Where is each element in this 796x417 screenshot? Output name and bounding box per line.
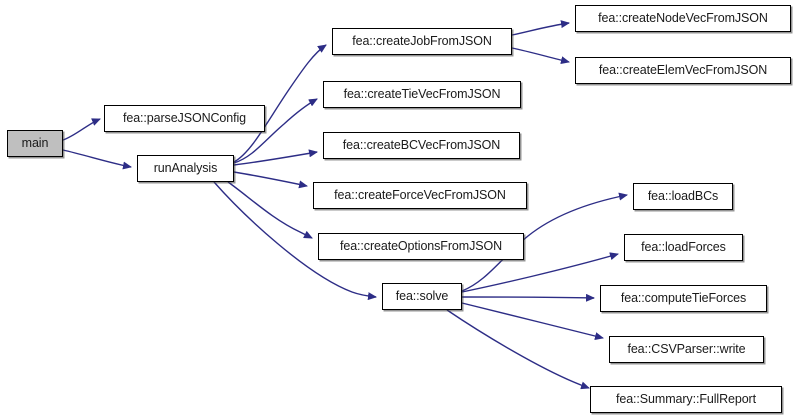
node-label: fea::loadForces bbox=[641, 240, 726, 255]
call-graph-node-createOptionsFromJSON[interactable]: fea::createOptionsFromJSON bbox=[318, 233, 524, 260]
node-label: fea::createOptionsFromJSON bbox=[339, 239, 503, 254]
call-graph-node-createJobFromJSON[interactable]: fea::createJobFromJSON bbox=[332, 28, 512, 55]
node-label: fea::createElemVecFromJSON bbox=[598, 63, 768, 78]
node-label: fea::solve bbox=[395, 289, 449, 304]
call-graph-node-createTieVecFromJSON[interactable]: fea::createTieVecFromJSON bbox=[323, 81, 521, 108]
node-label: fea::createForceVecFromJSON bbox=[334, 188, 506, 203]
call-edge-main-to-runAnalysis bbox=[62, 149, 132, 170]
call-graph-node-CSVParserWrite[interactable]: fea::CSVParser::write bbox=[609, 336, 764, 363]
node-label: fea::computeTieForces bbox=[620, 291, 747, 306]
call-edge-createJobFromJSON-to-createNodeVecFromJSON bbox=[511, 20, 570, 36]
call-graph-node-createNodeVecFromJSON[interactable]: fea::createNodeVecFromJSON bbox=[575, 5, 791, 32]
node-label: fea::loadBCs bbox=[647, 189, 719, 204]
call-edge-createJobFromJSON-to-createElemVecFromJSON bbox=[511, 47, 570, 65]
call-graph-node-solve[interactable]: fea::solve bbox=[382, 283, 462, 310]
node-label: fea::createBCVecFromJSON bbox=[342, 138, 501, 153]
node-label: fea::parseJSONConfig bbox=[122, 111, 247, 126]
node-label: fea::CSVParser::write bbox=[627, 342, 746, 357]
node-label: fea::createTieVecFromJSON bbox=[343, 87, 501, 102]
call-graph-node-createBCVecFromJSON[interactable]: fea::createBCVecFromJSON bbox=[323, 132, 520, 159]
node-label: fea::createNodeVecFromJSON bbox=[598, 11, 768, 26]
call-edge-runAnalysis-to-createOptionsFromJSON bbox=[227, 181, 313, 239]
call-graph-node-computeTieForces[interactable]: fea::computeTieForces bbox=[600, 285, 767, 312]
call-graph-node-parseJSONConfig[interactable]: fea::parseJSONConfig bbox=[104, 105, 265, 132]
call-graph-node-loadForces[interactable]: fea::loadForces bbox=[624, 234, 743, 261]
call-graph-node-createForceVecFromJSON[interactable]: fea::createForceVecFromJSON bbox=[313, 182, 527, 209]
call-edge-solve-to-CSVParserWrite bbox=[461, 302, 604, 340]
call-edge-runAnalysis-to-createBCVecFromJSON bbox=[233, 149, 318, 166]
node-label: fea::Summary::FullReport bbox=[615, 392, 756, 407]
call-graph-node-createElemVecFromJSON[interactable]: fea::createElemVecFromJSON bbox=[575, 57, 791, 84]
call-graph-node-main[interactable]: main bbox=[7, 130, 63, 157]
call-edge-solve-to-computeTieForces bbox=[461, 293, 595, 302]
node-label: runAnalysis bbox=[153, 161, 218, 176]
call-edge-runAnalysis-to-createForceVecFromJSON bbox=[233, 171, 308, 189]
call-edge-solve-to-SummaryFullReport bbox=[446, 309, 590, 390]
node-label: fea::createJobFromJSON bbox=[352, 34, 492, 49]
call-graph-node-loadBCs[interactable]: fea::loadBCs bbox=[633, 183, 733, 210]
call-edge-runAnalysis-to-createJobFromJSON bbox=[233, 44, 327, 163]
call-graph-node-SummaryFullReport[interactable]: fea::Summary::FullReport bbox=[590, 386, 782, 413]
node-label: main bbox=[21, 136, 49, 151]
call-edge-main-to-parseJSONConfig bbox=[62, 118, 101, 141]
call-graph-node-runAnalysis[interactable]: runAnalysis bbox=[137, 155, 234, 182]
